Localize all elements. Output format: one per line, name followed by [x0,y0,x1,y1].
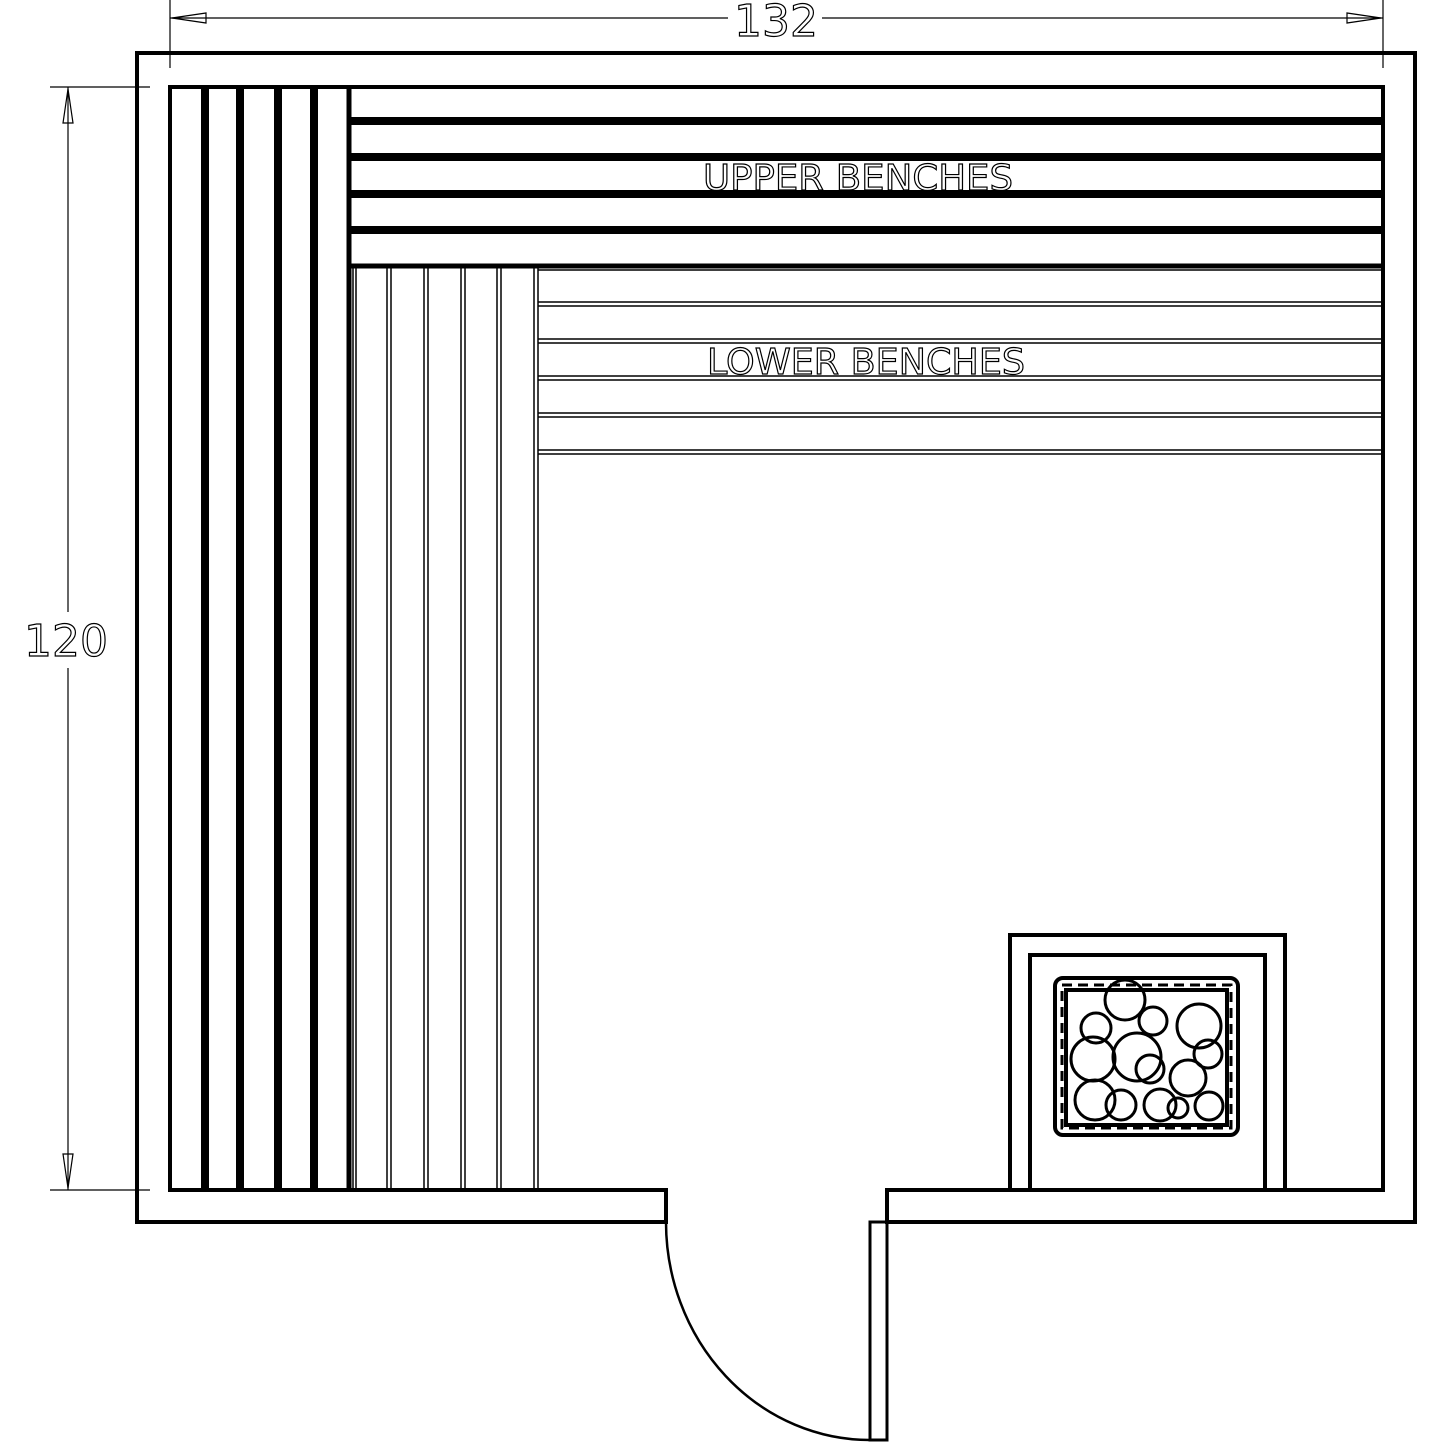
door[interactable] [664,1220,889,1442]
height-dimension [50,86,150,1191]
heater-stones-icon [1069,978,1225,1123]
upper-benches-label: UPPER BENCHES [703,158,1013,199]
lower-benches-label: LOWER BENCHES [707,342,1025,383]
width-label: 132 [734,0,818,47]
walls [135,51,1417,1224]
lower-benches [352,268,1383,1190]
upper-benches [201,87,1383,1190]
width-dimension [169,0,1384,68]
height-label: 120 [24,616,108,667]
heater [1008,933,1287,1190]
